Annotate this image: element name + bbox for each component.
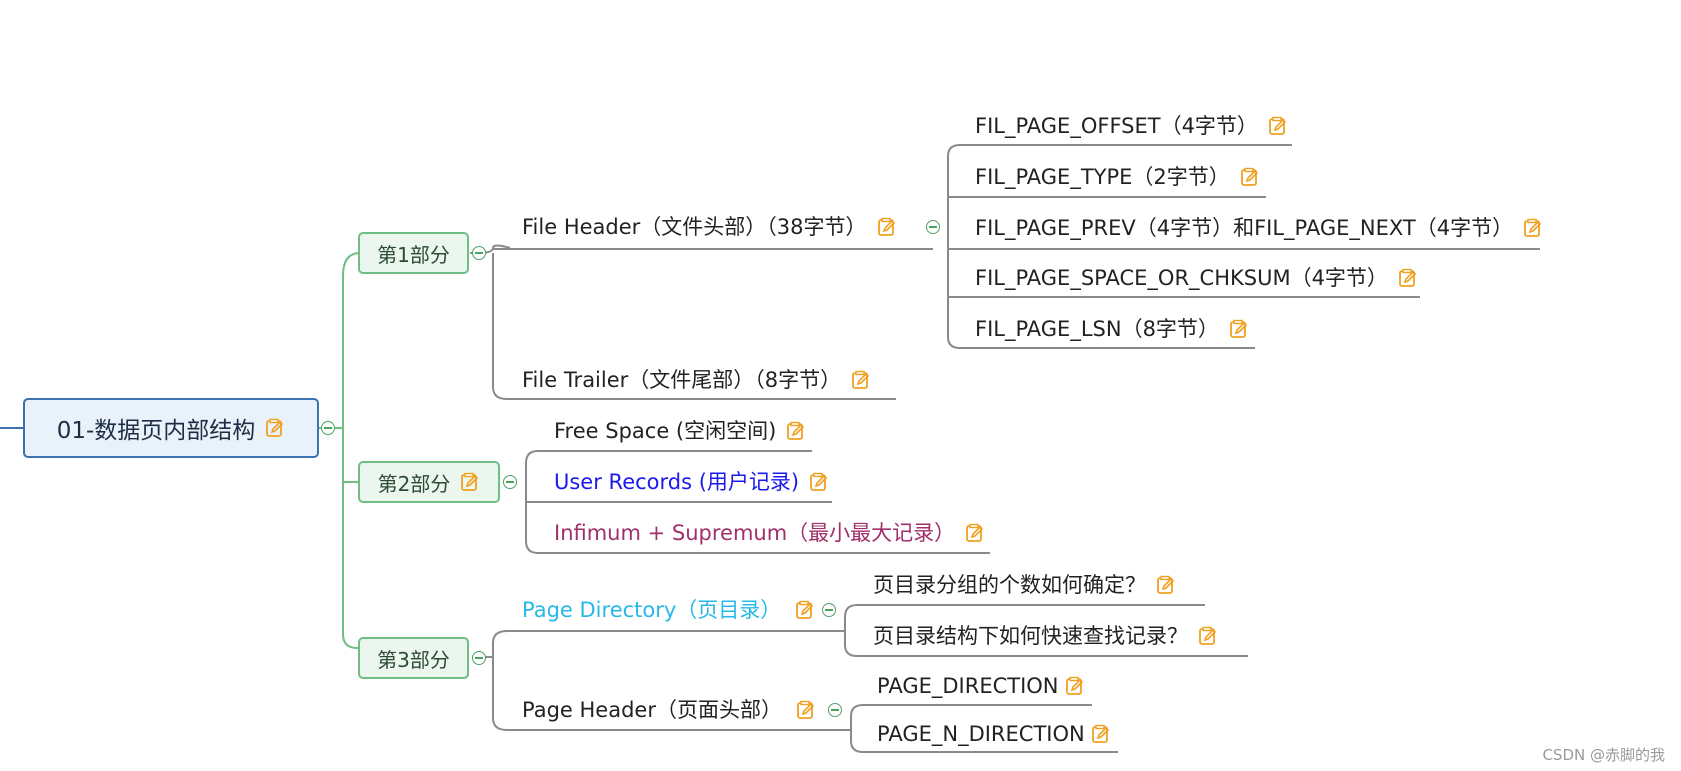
note-edit-icon[interactable] <box>795 600 815 620</box>
page-header-child[interactable]: PAGE_DIRECTION <box>877 673 1085 699</box>
note-edit-icon[interactable] <box>809 472 829 492</box>
note-edit-icon[interactable] <box>1268 116 1288 136</box>
collapse-minus-icon[interactable] <box>503 475 517 489</box>
fh-child-item[interactable]: FIL_PAGE_LSN（8字节） <box>975 316 1249 342</box>
collapse-minus-icon[interactable] <box>828 703 842 717</box>
part2-child-free-space[interactable]: Free Space (空闲空间) <box>554 418 806 444</box>
page-header-child-label: PAGE_N_DIRECTION <box>877 722 1085 746</box>
note-edit-icon[interactable] <box>1198 626 1218 646</box>
watermark: CSDN @赤脚的我 <box>1542 746 1665 764</box>
file-trailer-label: File Trailer（文件尾部）（8字节） <box>522 368 842 392</box>
user-records-label: User Records (用户记录) <box>554 470 800 494</box>
note-edit-icon[interactable] <box>851 370 871 390</box>
page-header-child[interactable]: PAGE_N_DIRECTION <box>877 721 1111 747</box>
page-directory-label: Page Directory（页目录） <box>522 598 782 622</box>
collapse-minus-icon[interactable] <box>926 220 940 234</box>
page-directory-child[interactable]: 页目录结构下如何快速查找记录？ <box>873 623 1218 649</box>
part3-node[interactable]: 第3部分 <box>358 637 469 679</box>
page-directory-child-label: 页目录结构下如何快速查找记录？ <box>873 624 1188 648</box>
fh-child-item[interactable]: FIL_PAGE_SPACE_OR_CHKSUM（4字节） <box>975 265 1418 291</box>
collapse-minus-icon[interactable] <box>321 421 335 435</box>
fh-child-label: FIL_PAGE_SPACE_OR_CHKSUM（4字节） <box>975 266 1388 290</box>
note-edit-icon[interactable] <box>1240 167 1260 187</box>
note-edit-icon[interactable] <box>1398 268 1418 288</box>
note-edit-icon[interactable] <box>1156 575 1176 595</box>
fh-child-label: FIL_PAGE_PREV（4字节）和FIL_PAGE_NEXT（4字节） <box>975 216 1514 240</box>
note-edit-icon[interactable] <box>877 217 897 237</box>
note-edit-icon[interactable] <box>460 472 480 492</box>
note-edit-icon[interactable] <box>1229 319 1249 339</box>
part2-node[interactable]: 第2部分 <box>358 461 500 503</box>
note-edit-icon[interactable] <box>1065 676 1085 696</box>
fh-child-label: FIL_PAGE_TYPE（2字节） <box>975 165 1230 189</box>
fh-child-label: FIL_PAGE_OFFSET（4字节） <box>975 114 1258 138</box>
infimum-label: Infimum + Supremum（最小最大记录） <box>554 521 956 545</box>
part1-node[interactable]: 第1部分 <box>358 232 469 274</box>
part1-label: 第1部分 <box>377 242 450 267</box>
part3-label: 第3部分 <box>377 647 450 672</box>
page-header-child-label: PAGE_DIRECTION <box>877 674 1059 698</box>
note-edit-icon[interactable] <box>1091 724 1111 744</box>
part2-child-user-records[interactable]: User Records (用户记录) <box>554 469 829 495</box>
collapse-minus-icon[interactable] <box>822 603 836 617</box>
root-node[interactable]: 01-数据页内部结构 <box>23 398 319 458</box>
fh-child-label: FIL_PAGE_LSN（8字节） <box>975 317 1219 341</box>
note-edit-icon[interactable] <box>786 421 806 441</box>
note-edit-icon[interactable] <box>965 523 985 543</box>
page-directory-child-label: 页目录分组的个数如何确定？ <box>873 573 1146 597</box>
page-directory-child[interactable]: 页目录分组的个数如何确定？ <box>873 572 1176 598</box>
note-edit-icon[interactable] <box>1523 218 1543 238</box>
file-header-label: File Header（文件头部）（38字节） <box>522 215 867 239</box>
file-header-node[interactable]: File Header（文件头部）（38字节） <box>522 214 897 240</box>
free-space-label: Free Space (空闲空间) <box>554 419 777 443</box>
fh-child-item[interactable]: FIL_PAGE_TYPE（2字节） <box>975 164 1260 190</box>
collapse-minus-icon[interactable] <box>472 651 486 665</box>
file-trailer-node[interactable]: File Trailer（文件尾部）（8字节） <box>522 367 871 393</box>
page-header-node[interactable]: Page Header（页面头部） <box>522 697 816 723</box>
part2-label: 第2部分 <box>377 471 451 496</box>
fh-child-item[interactable]: FIL_PAGE_OFFSET（4字节） <box>975 113 1288 139</box>
note-edit-icon[interactable] <box>796 700 816 720</box>
fh-child-item[interactable]: FIL_PAGE_PREV（4字节）和FIL_PAGE_NEXT（4字节） <box>975 215 1543 241</box>
page-directory-node[interactable]: Page Directory（页目录） <box>522 597 815 623</box>
page-header-label: Page Header（页面头部） <box>522 698 782 722</box>
collapse-minus-icon[interactable] <box>472 246 486 260</box>
root-label: 01-数据页内部结构 <box>56 418 256 444</box>
note-edit-icon[interactable] <box>265 418 285 438</box>
part2-child-infimum-supremum[interactable]: Infimum + Supremum（最小最大记录） <box>554 520 985 546</box>
